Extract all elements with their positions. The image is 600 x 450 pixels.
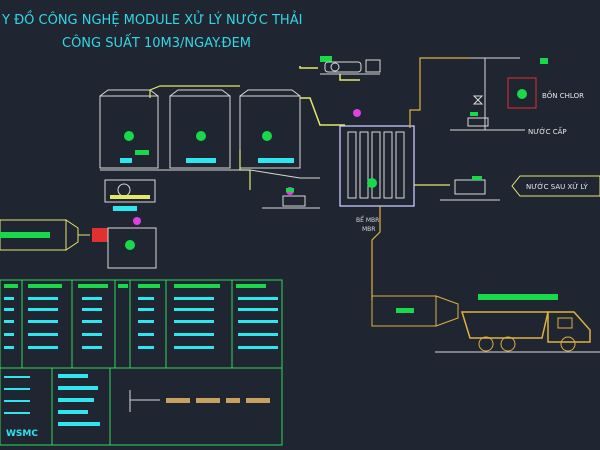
title-line-2: CÔNG SUẤT 10M3/NGAY.ĐEM bbox=[62, 34, 251, 51]
mbr-label: MBR bbox=[362, 226, 375, 233]
air-pipe-top bbox=[299, 66, 318, 69]
bon-chlor-label: BỒN CHLOR bbox=[542, 90, 584, 100]
air-pipe-top-2 bbox=[339, 74, 360, 81]
pipe-tank-link bbox=[149, 85, 240, 98]
tank-1 bbox=[99, 89, 159, 169]
blower-left bbox=[104, 179, 156, 211]
red-pump bbox=[92, 228, 108, 242]
outlet-pump: NƯỚC SAU XỬ LÝ bbox=[414, 175, 600, 201]
nuoc-cap-label: NƯỚC CẤP bbox=[528, 126, 567, 136]
nuoc-sau-xu-ly-label: NƯỚC SAU XỬ LÝ bbox=[526, 182, 588, 191]
chlor-tank: BỒN CHLOR bbox=[507, 77, 584, 109]
dump-truck bbox=[435, 294, 600, 353]
marker-2 bbox=[133, 217, 141, 225]
title-line-1: Y ĐỒ CÔNG NGHỆ MODULE XỬ LÝ NƯỚC THẢI bbox=[1, 11, 302, 28]
legend-table bbox=[0, 279, 283, 446]
be-mbr-label: BỂ MBR bbox=[356, 216, 379, 224]
logo-text: WSMC bbox=[6, 429, 38, 439]
mbr-tank: BỂ MBR MBR bbox=[339, 125, 415, 233]
sludge-hopper bbox=[371, 206, 459, 327]
tank-3 bbox=[239, 89, 301, 169]
marker-1 bbox=[353, 109, 361, 117]
bottom-pipe bbox=[100, 169, 320, 179]
pipe-to-mbr bbox=[300, 97, 345, 126]
blower-top bbox=[320, 56, 381, 75]
outlet-pipe-up bbox=[409, 57, 470, 128]
pump-box bbox=[107, 227, 157, 269]
supply-valve: NƯỚC CẤP bbox=[450, 95, 567, 136]
dosing-pump bbox=[262, 188, 320, 209]
tank-2 bbox=[169, 89, 231, 169]
inlet-hopper bbox=[0, 219, 90, 251]
